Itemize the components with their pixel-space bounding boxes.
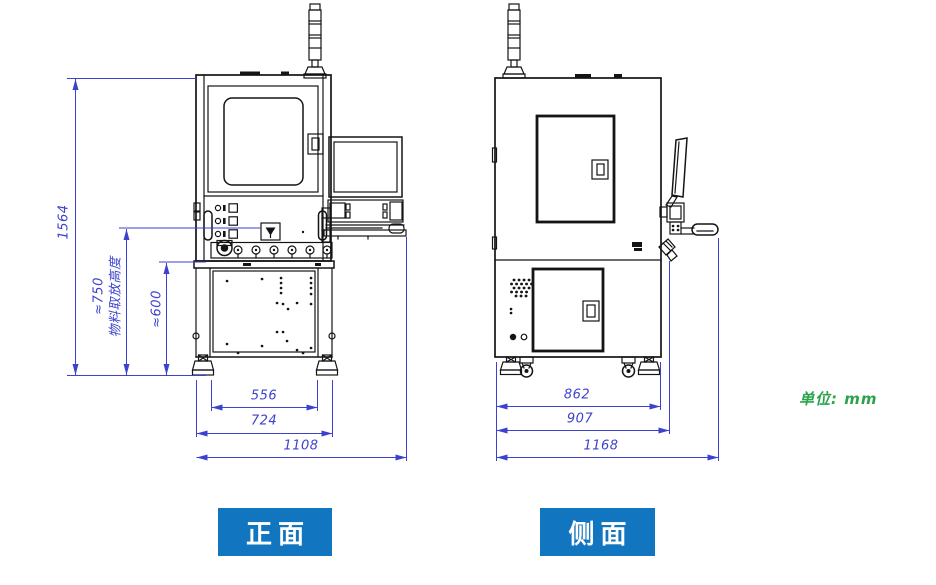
keyboard-tray	[680, 223, 719, 236]
front-view-drawing	[191, 3, 407, 376]
unit-note: 单位: mm	[799, 390, 878, 408]
control-panel	[203, 203, 333, 259]
leveling-foot	[315, 354, 339, 376]
top-fitting	[575, 74, 591, 78]
front-body-width-dim: 724	[250, 413, 278, 429]
top-fitting	[281, 71, 289, 75]
pick-place-height-dim: ≈750	[91, 277, 107, 315]
connector-port-icon	[260, 222, 281, 241]
leveling-foot	[499, 356, 523, 376]
nameplate-label	[632, 242, 642, 247]
nameplate-label	[634, 248, 642, 251]
top-fitting	[240, 71, 260, 75]
worktable-edge	[193, 260, 335, 269]
total-height-dim: 1564	[56, 204, 72, 240]
side-rear-depth-dim: 907	[566, 411, 594, 427]
side-cabinet-body	[491, 77, 662, 358]
monitor-screen	[333, 141, 398, 193]
leveling-foot	[191, 354, 215, 376]
selector-knob-strip	[210, 241, 333, 259]
door-handle	[582, 300, 600, 322]
front-total-width-dim: 1108	[283, 438, 319, 454]
front-door-handle	[307, 133, 324, 155]
front-upper-cabinet	[193, 74, 332, 262]
side-view-drawing	[491, 3, 719, 378]
rear-connector	[658, 238, 678, 262]
front-inner-width-dim: 556	[250, 388, 278, 404]
signal-tower-icon	[303, 3, 327, 79]
power-inlet	[509, 333, 517, 341]
table-height-dim: ≈600	[149, 290, 165, 328]
dimension-lines	[67, 78, 719, 461]
door-handle	[591, 159, 609, 180]
leveling-foot	[637, 356, 661, 376]
front-view-button[interactable]: 正面	[218, 508, 332, 556]
power-switch-row	[214, 229, 238, 239]
caster-wheel	[519, 356, 534, 378]
power-inlet	[520, 333, 528, 341]
side-body-depth-dim: 862	[563, 387, 591, 403]
monitor	[659, 137, 688, 235]
front-base-cabinet	[192, 267, 336, 358]
caster-wheel	[621, 356, 636, 378]
signal-tower-icon	[502, 3, 526, 79]
monitor	[321, 136, 404, 243]
side-total-depth-dim: 1168	[583, 438, 619, 454]
keyboard-tray	[323, 223, 407, 240]
side-lower-door	[531, 267, 605, 353]
grab-handle	[203, 210, 213, 241]
viewing-window	[223, 97, 304, 186]
top-fitting	[614, 74, 622, 78]
power-switch-row	[214, 203, 238, 213]
side-upper-door	[535, 114, 616, 224]
side-view-button[interactable]: 侧面	[540, 508, 655, 556]
pick-place-height-note: 物料取放高度	[108, 256, 124, 338]
power-switch-row	[214, 216, 238, 226]
vent-grille	[510, 278, 533, 298]
